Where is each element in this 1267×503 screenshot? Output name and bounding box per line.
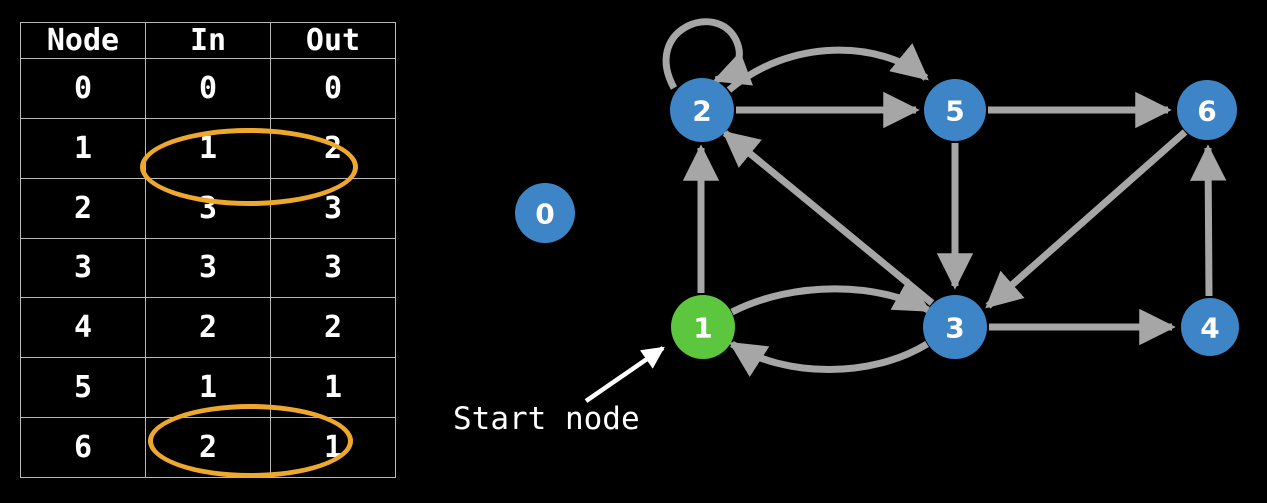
cell-node: 6: [20, 417, 146, 478]
node-6-group[interactable]: 6: [1177, 80, 1237, 140]
node-1-group[interactable]: 1: [671, 295, 735, 359]
edge-6-to-3: [985, 129, 1188, 309]
table-row: 6 2 1: [20, 417, 396, 478]
cell-out: 2: [270, 117, 396, 179]
node-4-circle[interactable]: [924, 79, 986, 141]
node-5-group[interactable]: 4: [1181, 298, 1239, 356]
table-row: 4 2 2: [20, 297, 396, 359]
graph-panel: 0 2 5 6 1 3: [420, 0, 1267, 503]
degree-table-panel: Node In Out 0 0 0 1 1 2 2 3: [20, 22, 396, 478]
node-0-circle[interactable]: [515, 183, 575, 243]
degree-table: Node In Out 0 0 0 1 1 2 2 3: [20, 22, 396, 478]
node-1-circle[interactable]: [671, 295, 735, 359]
edge-1-to-3-curved: [730, 278, 932, 316]
cell-node: 4: [20, 297, 146, 359]
cell-node: 3: [20, 237, 146, 299]
cell-out: 0: [270, 58, 396, 119]
cell-node: 1: [20, 117, 146, 179]
table-header-node: Node: [20, 22, 146, 59]
cell-in: 2: [145, 417, 271, 478]
cell-node: 0: [20, 58, 146, 119]
node-6-label: 6: [1197, 95, 1216, 128]
cell-out: 1: [270, 417, 396, 478]
node-6-circle[interactable]: [1177, 80, 1237, 140]
node-0-label: 0: [535, 198, 554, 231]
cell-node: 2: [20, 177, 146, 239]
start-node-pointer-arrow: [584, 346, 665, 403]
cell-out: 3: [270, 237, 396, 299]
edge-3-to-1-curved: [728, 341, 929, 377]
cell-in: 1: [145, 357, 271, 419]
cell-out: 1: [270, 357, 396, 419]
table-row: 2 3 3: [20, 177, 396, 239]
node-2-group[interactable]: 2: [670, 78, 734, 142]
table-header-row: Node In Out: [20, 22, 396, 59]
cell-in: 3: [145, 177, 271, 239]
node-0-group[interactable]: 0: [515, 183, 575, 243]
cell-in: 2: [145, 297, 271, 359]
cell-in: 0: [145, 58, 271, 119]
cell-out: 2: [270, 297, 396, 359]
node-4-group[interactable]: 5: [924, 79, 986, 141]
table-header-in: In: [145, 22, 271, 59]
node-2-label: 2: [692, 95, 711, 128]
table-row: 5 1 1: [20, 357, 396, 419]
cell-node: 5: [20, 357, 146, 419]
edge-2-to-2: [662, 18, 754, 90]
cell-out: 3: [270, 177, 396, 239]
node-1-label: 1: [693, 312, 712, 345]
node-5-circle[interactable]: [1181, 298, 1239, 356]
cell-in: 3: [145, 237, 271, 299]
table-row: 3 3 3: [20, 237, 396, 299]
node-3-circle[interactable]: [923, 295, 987, 359]
cell-in: 1: [145, 117, 271, 179]
table-row: 1 1 2: [20, 117, 396, 179]
node-3-label: 3: [945, 312, 964, 345]
table-header-out: Out: [270, 22, 396, 59]
edge-3-to-2: [722, 130, 935, 306]
start-node-annotation-label: Start node: [453, 401, 640, 437]
node-5-label: 4: [1200, 312, 1219, 345]
node-3-group[interactable]: 3: [923, 295, 987, 359]
node-4-label: 5: [945, 95, 964, 128]
table-row: 0 0 0: [20, 58, 396, 119]
node-2-circle[interactable]: [670, 78, 734, 142]
edge-5-to-6: [1190, 144, 1227, 297]
edge-2-to-4-curved: [726, 43, 929, 93]
